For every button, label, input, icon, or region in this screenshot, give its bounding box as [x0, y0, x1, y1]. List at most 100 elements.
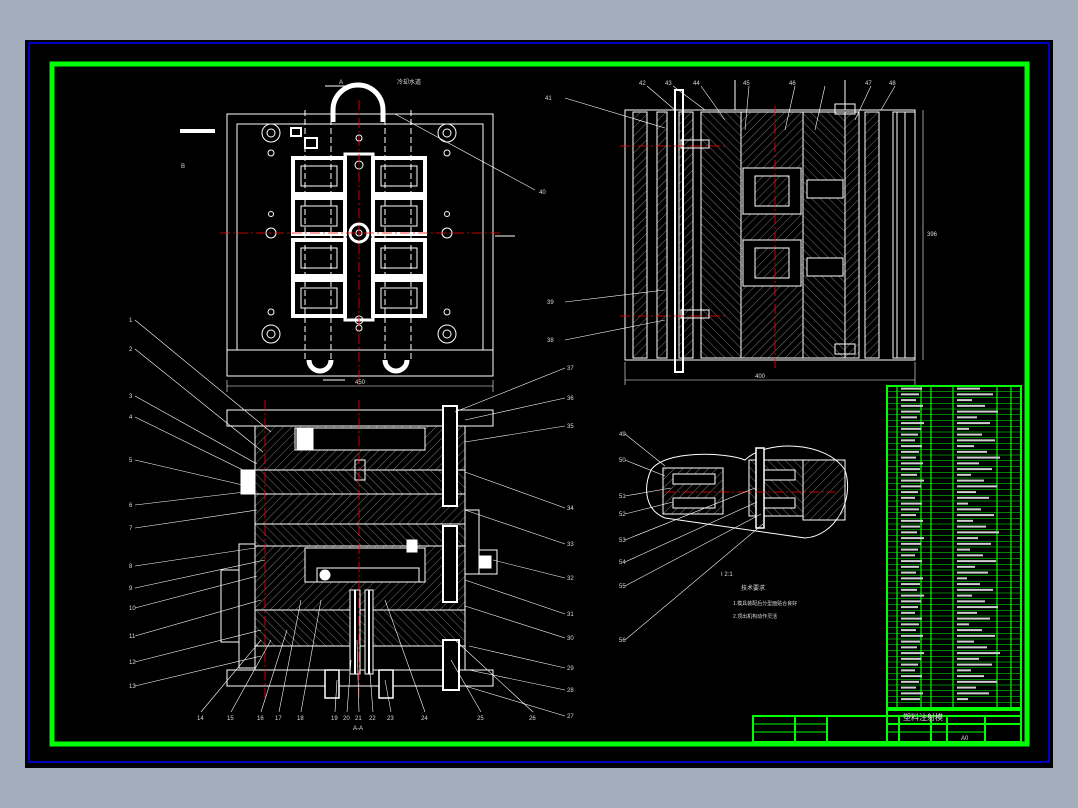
parts-list	[886, 385, 1022, 709]
parts-list-cell-text	[901, 387, 922, 390]
section-bottom-labels: 14 15 16 17 18 19 20 21 22 23 24 25 26 A…	[197, 716, 536, 732]
parts-list-cell-text	[901, 606, 918, 609]
top-view	[180, 82, 536, 392]
detail-label: 54	[619, 560, 626, 566]
title-block-title: 塑料注射模	[903, 712, 943, 722]
section-label: 8	[129, 564, 133, 570]
parts-list-cell-text	[901, 698, 920, 701]
parts-list-cell-text	[957, 686, 976, 689]
parts-list-cell-text	[901, 623, 919, 626]
parts-list-cell-text	[901, 577, 923, 580]
parts-list-cell-text	[901, 663, 918, 666]
side-label: 38	[547, 338, 554, 344]
parts-list-cell-text	[957, 646, 987, 649]
parts-list-cell-text	[901, 393, 919, 396]
parts-list-cell-text	[901, 617, 922, 620]
parts-list-cell-text	[901, 514, 916, 517]
detail-label: 51	[619, 494, 626, 500]
parts-list-cell-text	[957, 496, 989, 499]
side-label: 43	[665, 81, 672, 87]
section-label: 19	[331, 716, 338, 722]
tech-note-line: 1.模具装配后分型面贴合良好	[733, 600, 797, 607]
section-label: 21	[355, 716, 362, 722]
section-label: 14	[197, 716, 204, 722]
parts-list-cell-text	[957, 479, 984, 482]
section-label: 34	[567, 506, 574, 512]
parts-list-cell-text	[901, 542, 921, 545]
section-right-labels: 37 36 35 34 33 32 31 30 29 28 27	[567, 366, 574, 720]
parts-list-cell-text	[957, 680, 997, 683]
top-view-dimension: 450	[355, 380, 366, 386]
section-label: 15	[227, 716, 234, 722]
side-label: 42	[639, 81, 646, 87]
detail-label: 56	[619, 638, 626, 644]
parts-list-cell-text	[957, 663, 992, 666]
parts-list-cell-text	[957, 606, 998, 609]
detail-label: 53	[619, 538, 626, 544]
parts-list-cell-text	[901, 600, 921, 603]
section-label: 6	[129, 503, 133, 509]
parts-list-cell-text	[957, 519, 973, 522]
section-label: 12	[129, 660, 136, 666]
parts-list-cell-text	[901, 669, 915, 672]
parts-list-cell-text	[901, 537, 924, 540]
section-label: 2	[129, 347, 133, 353]
section-label: 10	[129, 606, 136, 612]
parts-list-cell-text	[957, 514, 994, 517]
parts-list-cell-text	[957, 450, 987, 453]
outer-border	[28, 42, 1050, 763]
detail-label: 50	[619, 458, 626, 464]
parts-list-cell-text	[957, 445, 974, 448]
parts-list-cell-text	[901, 416, 917, 419]
detail-label: 52	[619, 512, 626, 518]
section-label: 32	[567, 576, 574, 582]
side-label: 48	[889, 81, 896, 87]
side-label: 41	[545, 96, 552, 102]
detail-view-labels: 49 50 51 52 53 54 55 56 I 2:1	[619, 432, 733, 644]
parts-list-cell-text	[957, 565, 975, 568]
parts-list-cell-text	[957, 669, 971, 672]
parts-list-cell-text	[957, 617, 990, 620]
parts-list-cell-text	[957, 491, 976, 494]
drawing-frame	[49, 61, 1030, 747]
side-view-height: 396	[927, 232, 938, 238]
parts-list-cell-text	[957, 410, 998, 413]
section-label: 18	[297, 716, 304, 722]
section-label: 37	[567, 366, 574, 372]
parts-list-cell-text	[901, 462, 923, 465]
parts-list-cell-text	[957, 468, 992, 471]
parts-list-cell-text	[901, 485, 921, 488]
parts-list-cell-text	[901, 433, 918, 436]
parts-list-cell-text	[901, 629, 916, 632]
parts-list-cell-text	[957, 629, 982, 632]
parts-list-cell-text	[957, 462, 979, 465]
side-label: 46	[789, 81, 796, 87]
parts-list-cell-text	[957, 652, 1000, 655]
parts-list-cell-text	[901, 571, 916, 574]
parts-list-cell-text	[901, 450, 919, 453]
section-label: 36	[567, 396, 574, 402]
parts-list-cell-text	[901, 399, 916, 402]
parts-list-cell-text	[901, 439, 915, 442]
parts-list-cell-text	[957, 456, 1000, 459]
parts-list-cell-text	[901, 468, 920, 471]
parts-list-cell-text	[957, 439, 995, 442]
parts-list-cell-text	[901, 583, 920, 586]
side-label: 39	[547, 300, 554, 306]
section-label: 28	[567, 688, 574, 694]
parts-list-cell-text	[901, 634, 923, 637]
parts-list-cell-text	[901, 427, 921, 430]
parts-list-cell-text	[957, 508, 981, 511]
parts-list-cell-text	[957, 416, 977, 419]
cad-viewport[interactable]: A 冷却水道 450 B 40	[25, 40, 1053, 768]
parts-list-cell-text	[901, 548, 918, 551]
detail-caption: I 2:1	[721, 572, 733, 578]
section-cut-label: B	[181, 164, 185, 170]
section-label: 11	[129, 634, 136, 640]
parts-list-cell-text	[957, 623, 969, 626]
parts-list-cell-text	[957, 698, 968, 701]
parts-list-cell-text	[901, 410, 920, 413]
detail-label: 55	[619, 584, 626, 590]
parts-list-cell-text	[901, 675, 922, 678]
section-label: 9	[129, 586, 133, 592]
